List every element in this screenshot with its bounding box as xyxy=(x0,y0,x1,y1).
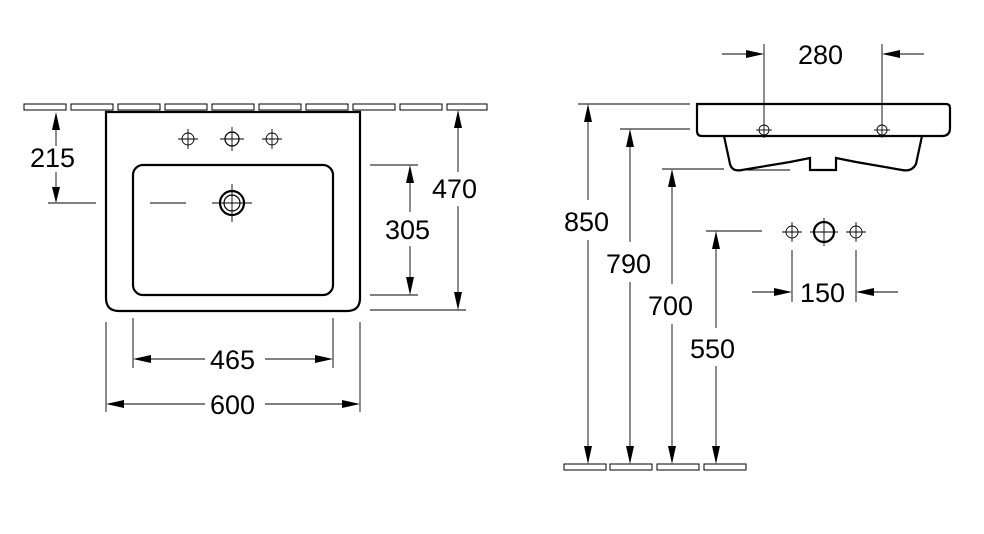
basin-underside xyxy=(722,135,924,172)
side-view: 280 850 790 700 xyxy=(563,40,952,471)
dim-label-150: 150 xyxy=(800,278,845,308)
floor-strip xyxy=(563,463,747,471)
dimension-550: 550 xyxy=(690,231,735,464)
dim-label-215: 215 xyxy=(30,143,75,173)
supply-hole-left-icon xyxy=(782,222,802,242)
dim-label-470: 470 xyxy=(432,174,477,204)
dimension-280: 280 xyxy=(722,40,924,122)
dim-label-600: 600 xyxy=(210,390,255,420)
supply-hole-right-icon xyxy=(846,222,866,242)
wall-strip-top xyxy=(23,103,488,111)
dimension-470: 470 xyxy=(370,110,477,311)
dimension-215: 215 xyxy=(30,112,186,204)
dim-label-550: 550 xyxy=(690,334,735,364)
dim-label-850: 850 xyxy=(564,207,609,237)
tap-hole-left-icon xyxy=(178,129,198,149)
dim-label-305: 305 xyxy=(385,215,430,245)
fixing-hole-right-icon xyxy=(874,122,890,138)
basin-profile xyxy=(695,102,952,138)
dim-label-280: 280 xyxy=(798,40,843,70)
dimension-850: 850 xyxy=(564,104,609,464)
dimension-150: 150 xyxy=(752,250,898,308)
dim-label-465: 465 xyxy=(210,345,255,375)
bowl-outline xyxy=(131,163,335,297)
supply-hole-center-icon xyxy=(810,218,838,246)
basin-outline xyxy=(104,110,362,313)
dimension-465: 465 xyxy=(132,318,334,375)
dimension-600: 600 xyxy=(105,322,361,420)
dimension-790: 790 xyxy=(606,129,651,464)
dim-label-700: 700 xyxy=(648,291,693,321)
dimension-700: 700 xyxy=(648,169,693,464)
dim-label-790: 790 xyxy=(606,249,651,279)
tap-hole-right-icon xyxy=(262,129,282,149)
drain-icon xyxy=(212,184,252,222)
dimension-305: 305 xyxy=(370,164,430,296)
fixing-hole-left-icon xyxy=(756,122,772,138)
top-view: 215 470 305 465 xyxy=(23,103,488,420)
tap-hole-center-icon xyxy=(220,127,244,151)
